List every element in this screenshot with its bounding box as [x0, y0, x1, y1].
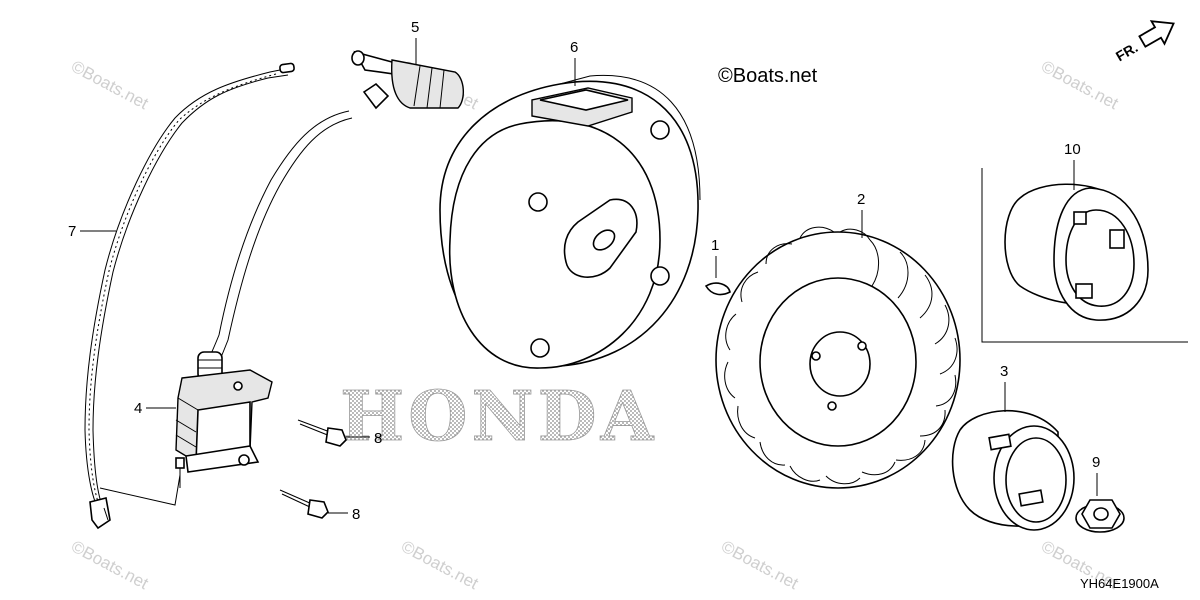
callout-10: 10: [1064, 141, 1081, 158]
harness-connector-line: [99, 474, 181, 506]
part-9-flange-nut: [1075, 499, 1125, 533]
copyright-text: ©Boats.net: [718, 65, 818, 87]
part-10-pulley-box: [981, 168, 1188, 343]
callout-3: 3: [1000, 363, 1008, 380]
front-label: FR.: [1113, 39, 1141, 64]
front-direction-indicator: FR.: [1113, 20, 1175, 64]
watermark-text: ©Boats.net: [68, 537, 152, 594]
callout-9: 9: [1092, 454, 1100, 471]
watermark-text: ©Boats.net: [68, 57, 152, 114]
part-8-bolt-upper: [297, 419, 347, 447]
part-3-starter-pulley: [951, 409, 1075, 531]
callout-5: 5: [411, 19, 419, 36]
part-5-spark-plug-cap: [351, 50, 464, 110]
part-8-bolt-lower: [279, 489, 329, 519]
part-6-flywheel-cover: [439, 74, 701, 369]
watermark-text: ©Boats.net: [398, 537, 482, 594]
callout-2: 2: [857, 191, 865, 208]
callout-4: 4: [134, 400, 142, 417]
callout-6: 6: [570, 39, 578, 56]
front-arrow-icon: [1138, 20, 1175, 48]
callouts: 5 6 7 1 2 10 3 4 8 8 9: [68, 19, 1100, 523]
diagram-code: YH64E1900A: [1080, 576, 1159, 591]
part-1-woodruff-key: [704, 282, 731, 296]
watermark-text: ©Boats.net: [718, 537, 802, 594]
part-2-cooling-fan: [715, 226, 961, 489]
callout-7: 7: [68, 223, 76, 240]
callout-8-lower: 8: [352, 506, 360, 523]
watermark-text: ©Boats.net: [1038, 57, 1122, 114]
honda-brand-watermark: HONDA: [340, 377, 657, 457]
part-7-wire-harness: [84, 62, 295, 530]
callout-8-upper: 8: [374, 430, 382, 447]
part-4-ignition-coil: [175, 110, 353, 488]
callout-1: 1: [711, 237, 719, 254]
